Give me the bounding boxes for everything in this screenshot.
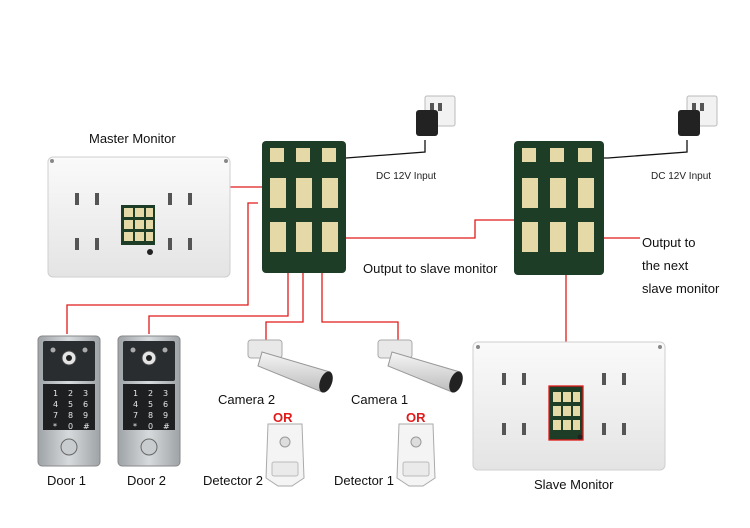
door-2-key-5: 6 — [163, 400, 168, 409]
output-next-label-line-1: Output to — [642, 235, 696, 250]
slave-monitor — [472, 341, 666, 471]
door-2-key-11: # — [163, 422, 170, 431]
door-1-key-5: 6 — [83, 400, 88, 409]
door-1-key-9: * — [53, 422, 57, 431]
door-1-label: Door 1 — [47, 473, 87, 488]
power-cable-1 — [338, 140, 426, 159]
dc-input-label-1: DC 12V Input — [376, 171, 437, 182]
distribution-board-2 — [514, 141, 604, 275]
door-1-key-8: 9 — [83, 411, 88, 420]
master-monitor — [47, 156, 231, 278]
wire-door-1 — [66, 202, 258, 334]
wire-camera-2 — [265, 258, 304, 342]
output-next-label-line-3: slave monitor — [642, 281, 720, 296]
door-2-key-9: * — [133, 422, 137, 431]
door-2-key-3: 4 — [133, 400, 138, 409]
door-2-key-10: 0 — [148, 422, 153, 431]
detector-2-label: Detector 2 — [203, 473, 263, 488]
camera-2-label: Camera 2 — [218, 392, 276, 407]
door-1-key-6: 7 — [53, 411, 58, 420]
distribution-board-1 — [262, 141, 346, 273]
wire-output-slave — [340, 219, 528, 239]
wire-camera-1 — [321, 258, 399, 342]
door-2-key-7: 8 — [148, 411, 153, 420]
door-2-key-8: 9 — [163, 411, 168, 420]
door-2-key-4: 5 — [148, 400, 153, 409]
camera-1-label: Camera 1 — [351, 392, 409, 407]
power-cable-2 — [598, 140, 688, 159]
power-adapter-1 — [416, 95, 456, 136]
door-panel-1 — [37, 335, 101, 467]
door-panel-2 — [117, 335, 181, 467]
door-2-key-6: 7 — [133, 411, 138, 420]
door-2-label: Door 2 — [127, 473, 167, 488]
camera-1 — [377, 339, 463, 393]
door-1-key-0: 1 — [53, 389, 58, 398]
door-1-key-1: 2 — [68, 389, 73, 398]
door-2-key-2: 3 — [163, 389, 168, 398]
master-monitor-label: Master Monitor — [89, 131, 176, 146]
detector-1-label: Detector 1 — [334, 473, 394, 488]
keypad-layer: 1 2 3 4 5 6 7 8 9 * 0 #1 2 3 4 5 6 7 8 9 * 0 # — [53, 389, 170, 431]
power-adapter-2 — [678, 95, 718, 136]
dc-input-label-2: DC 12V Input — [651, 171, 712, 182]
output-slave-label: Output to slave monitor — [363, 261, 498, 276]
door-1-key-11: # — [83, 422, 90, 431]
detector-2 — [265, 423, 305, 487]
or-label-1: OR — [273, 410, 293, 425]
detector-1 — [396, 423, 436, 487]
or-label-2: OR — [406, 410, 426, 425]
slave-monitor-label: Slave Monitor — [534, 477, 614, 492]
door-1-key-4: 5 — [68, 400, 73, 409]
door-2-key-0: 1 — [133, 389, 138, 398]
camera-2 — [247, 339, 333, 393]
power-cables — [338, 140, 688, 159]
door-2-key-1: 2 — [148, 389, 153, 398]
output-next-label-line-2: the next — [642, 258, 689, 273]
door-1-key-10: 0 — [68, 422, 73, 431]
door-1-key-3: 4 — [53, 400, 58, 409]
door-1-key-7: 8 — [68, 411, 73, 420]
door-1-key-2: 3 — [83, 389, 88, 398]
